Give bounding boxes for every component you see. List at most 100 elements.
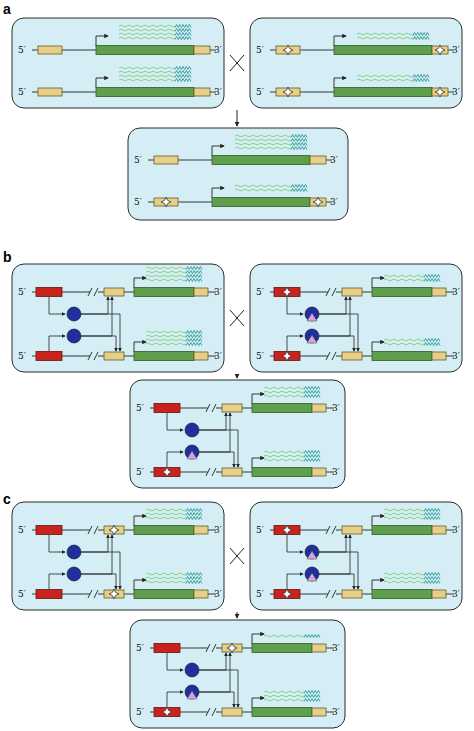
regulation-arrow — [81, 574, 116, 589]
mrna-transcript — [146, 279, 186, 281]
utr-element — [194, 590, 208, 598]
mutant-domain — [307, 573, 317, 581]
polya-tail — [175, 75, 191, 78]
panel-letter: b — [3, 250, 12, 264]
polya-tail — [413, 75, 429, 78]
strand-end-label: 3′ — [330, 197, 338, 207]
gene-body — [252, 404, 312, 413]
transcription-factor — [305, 567, 319, 581]
transcription-factor — [305, 329, 319, 343]
mrna-transcript — [264, 455, 304, 457]
mutation-star — [161, 197, 171, 207]
mrna-transcript — [384, 509, 424, 511]
regulation-arrow — [199, 653, 230, 692]
polya-tail — [175, 33, 191, 36]
strand-break — [206, 468, 216, 476]
mrna-transcript — [384, 343, 424, 345]
mutation-star — [162, 467, 172, 477]
genotype-cell — [12, 502, 224, 610]
trans-factor-gene — [274, 352, 300, 361]
mutation-star — [282, 287, 292, 297]
mrna-transcript — [119, 33, 175, 35]
mutation-star — [282, 351, 292, 361]
mrna-transcript — [146, 509, 186, 511]
mutation-star — [282, 589, 292, 599]
strand-end-label: 5′ — [18, 87, 26, 97]
polya-tail — [175, 25, 191, 28]
strand-end-label: 5′ — [136, 643, 144, 653]
polya-tail — [175, 67, 191, 70]
gene-body — [372, 590, 432, 599]
mrna-transcript — [357, 37, 413, 39]
regulation-arrow — [199, 452, 234, 467]
polya-tail — [291, 139, 307, 142]
mrna-transcript — [146, 267, 186, 269]
regulation-arrow — [319, 336, 354, 351]
utr-element — [432, 46, 448, 54]
regulation-arrow — [199, 670, 238, 707]
trans-factor-gene — [154, 404, 180, 413]
polya-tail — [304, 459, 320, 462]
mrna-transcript — [146, 343, 186, 345]
panel-letter: a — [3, 2, 11, 16]
genotype-cell — [12, 264, 224, 372]
mrna-transcript — [119, 29, 175, 31]
transcription-factor — [67, 307, 81, 321]
transcription-factor — [185, 445, 199, 459]
strand-break — [88, 352, 98, 360]
offspring-arrow — [237, 374, 238, 378]
offspring-arrow — [237, 110, 238, 126]
mrna-transcript — [146, 339, 186, 341]
strand-break — [326, 526, 336, 534]
mrna-transcript — [146, 331, 186, 333]
mrna-transcript — [119, 67, 175, 69]
panel-letter: c — [3, 492, 11, 506]
regulation-arrow — [81, 535, 108, 552]
regulation-arrow — [319, 535, 350, 574]
utr-element — [312, 644, 326, 652]
strand-end-label: 3′ — [332, 467, 340, 477]
mutation-star — [282, 525, 292, 535]
utr-element — [432, 526, 446, 534]
polya-tail — [175, 37, 191, 40]
strand-break — [206, 708, 216, 716]
polya-tail — [304, 391, 320, 394]
transcription-start-arrow — [134, 342, 146, 352]
utr-element — [312, 468, 326, 476]
polya-tail — [413, 33, 429, 36]
transcription-factor — [305, 307, 319, 321]
polya-tail — [175, 29, 191, 32]
transcription-start-arrow — [334, 78, 346, 88]
mutation-star — [109, 525, 119, 535]
regulation-arrow — [199, 413, 230, 452]
regulatory-element — [104, 590, 124, 598]
mrna-transcript — [146, 275, 186, 277]
utr-element — [312, 708, 326, 716]
regulation-arrow — [81, 336, 116, 351]
polya-tail — [175, 71, 191, 74]
regulation-arrow — [319, 552, 358, 589]
polya-tail — [304, 451, 320, 454]
regulatory-element — [342, 526, 362, 534]
regulation-arrow — [199, 430, 238, 467]
genotype-cell — [12, 18, 224, 108]
mutation-star — [109, 589, 119, 599]
utr-element — [432, 590, 446, 598]
polya-tail — [186, 581, 202, 584]
mrna-transcript — [357, 79, 413, 81]
strand-break — [88, 590, 98, 598]
regulation-arrow — [167, 692, 183, 707]
regulation-arrow — [49, 574, 65, 589]
mutation-star — [435, 87, 445, 97]
gene-body — [212, 198, 310, 207]
genotype-cell — [250, 264, 462, 372]
genotype-cell — [130, 620, 345, 728]
strand-break — [326, 288, 336, 296]
strand-break — [326, 352, 336, 360]
polya-tail — [424, 573, 440, 576]
mutation-star — [162, 707, 172, 717]
regulation-arrow — [319, 297, 346, 314]
regulatory-element — [276, 88, 300, 96]
transcription-start-arrow — [252, 634, 264, 644]
